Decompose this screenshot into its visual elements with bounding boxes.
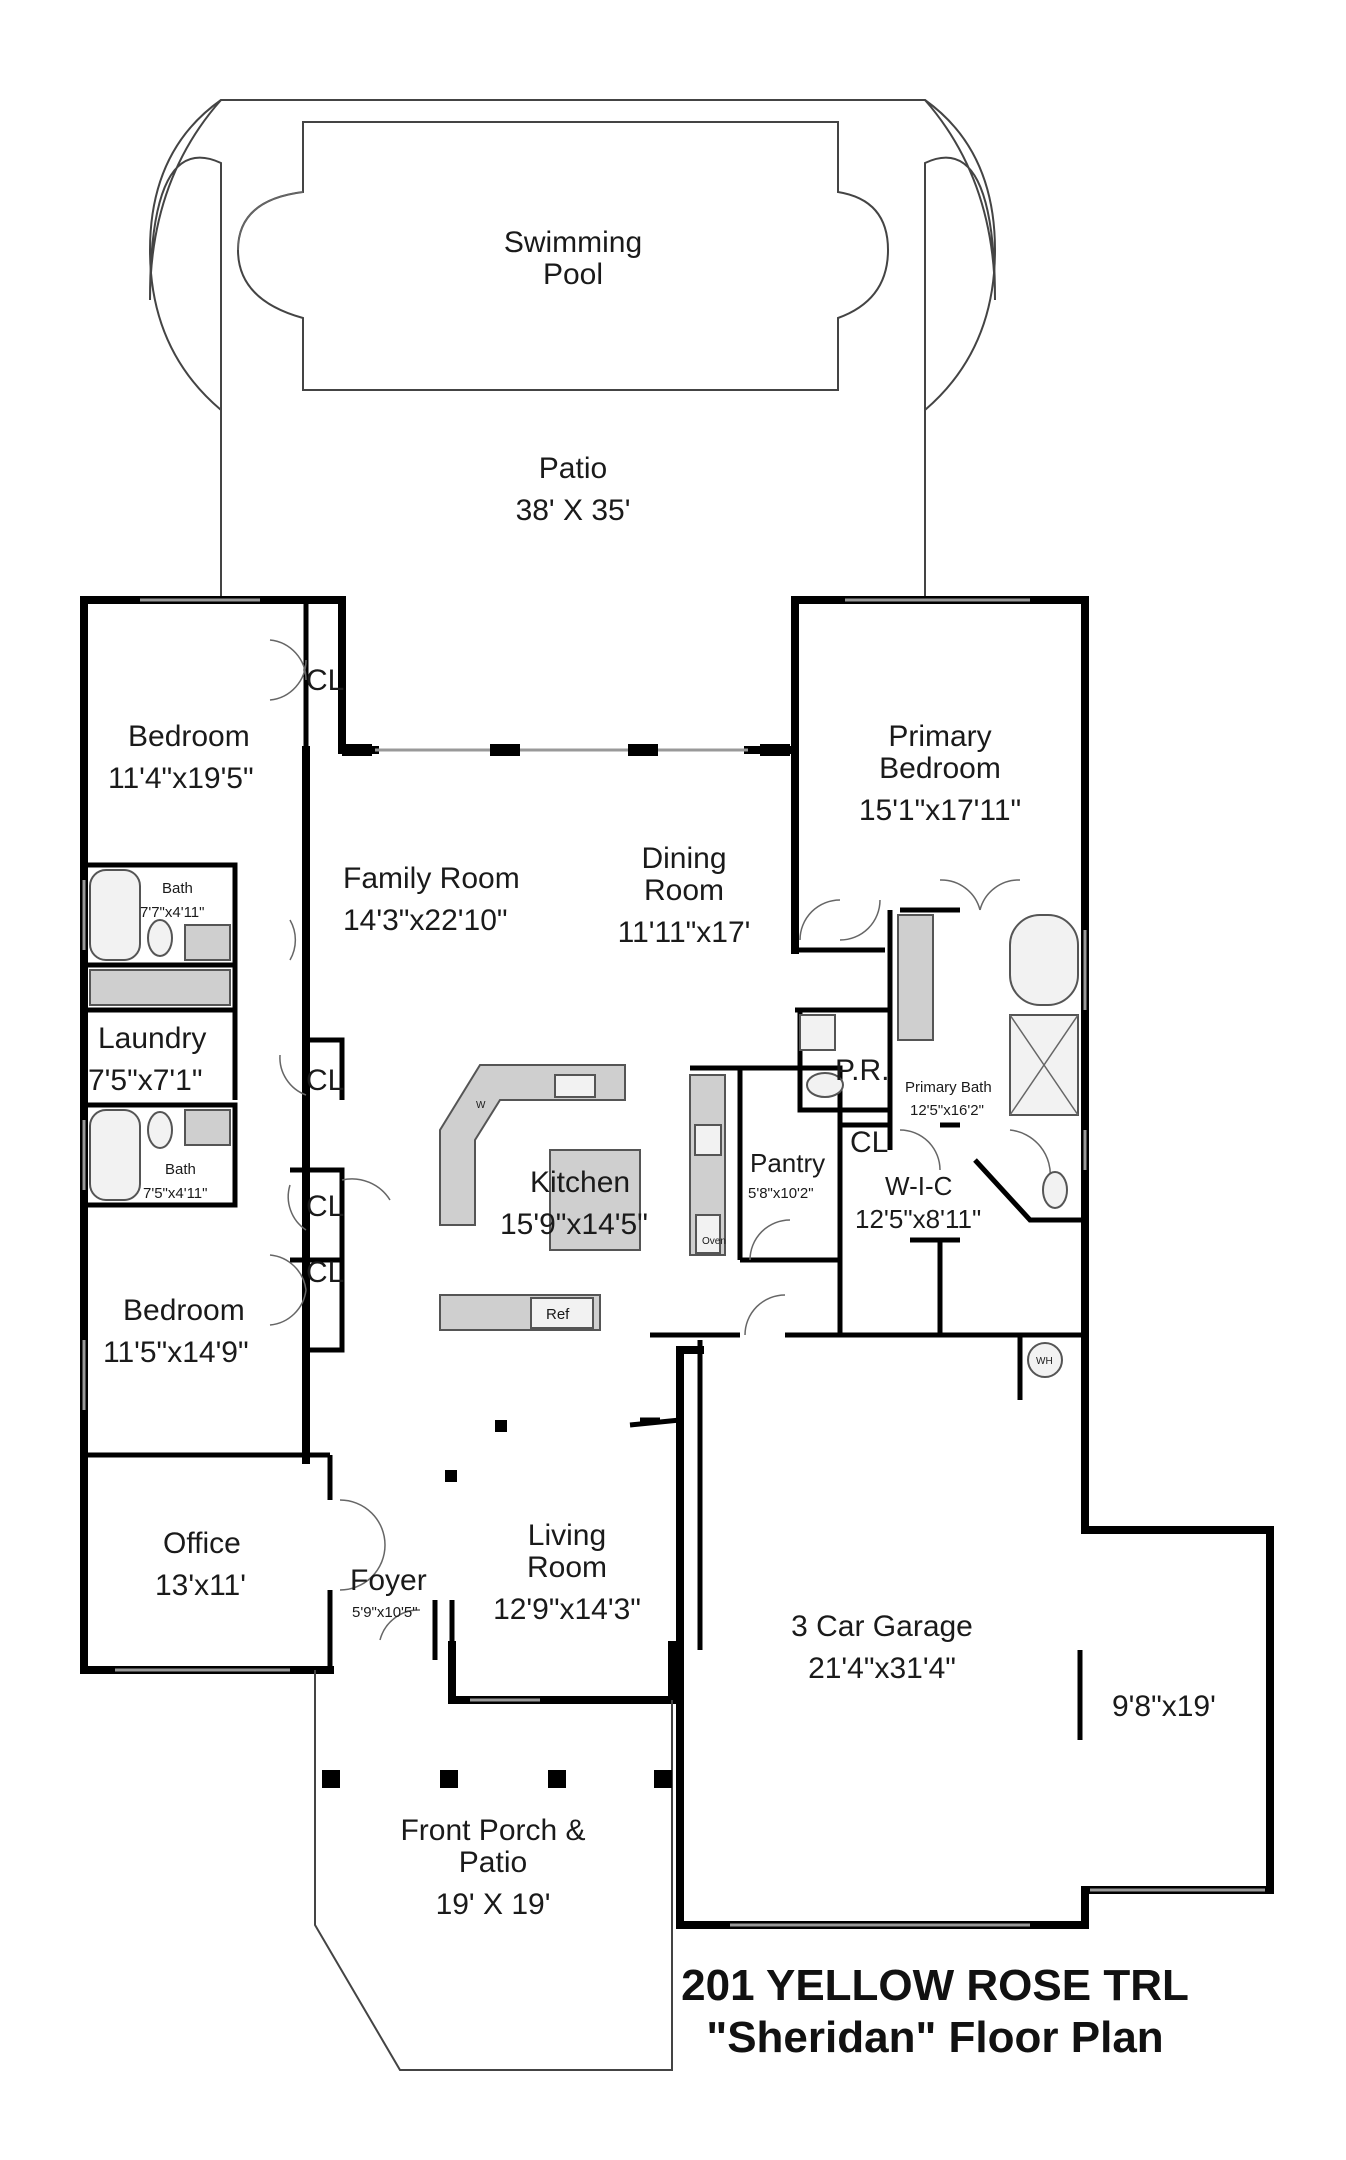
garage-size: 21'4"x31'4" xyxy=(808,1652,956,1685)
plan-name-title: "Sheridan" Floor Plan xyxy=(706,2013,1163,2062)
primary-tub xyxy=(1009,914,1079,1006)
refrigerator xyxy=(530,1297,594,1329)
living-room-size: 12'9"x14'3" xyxy=(493,1593,641,1626)
dining-room-size: 11'11"x17' xyxy=(618,916,751,949)
laundry-size: 7'5"x7'1" xyxy=(88,1064,203,1097)
bath-1-name: Bath xyxy=(162,880,193,897)
bedroom-nw-name: Bedroom xyxy=(128,720,250,753)
address-title: 201 YELLOW ROSE TRL xyxy=(681,1961,1189,2010)
interior-walls xyxy=(84,600,1088,1740)
family-room-size: 14'3"x22'10" xyxy=(343,904,508,937)
cl-nw: CL xyxy=(306,664,344,697)
bath-2-name: Bath xyxy=(165,1161,196,1178)
foyer-name: Foyer xyxy=(350,1564,427,1597)
kitchen-counters xyxy=(439,1064,726,1331)
family-room-name: Family Room xyxy=(343,862,520,895)
wic-size: 12'5"x8'11" xyxy=(855,1204,981,1234)
laundry-counter xyxy=(89,969,231,1006)
oven xyxy=(695,1214,721,1254)
patio-size: 38' X 35' xyxy=(516,494,631,527)
primary-bath-size: 12'5"x16'2" xyxy=(910,1102,984,1119)
powder-room-label: P.R. xyxy=(835,1054,889,1087)
front-porch-label-1: Front Porch & xyxy=(400,1814,585,1847)
patio-name: Patio xyxy=(539,452,607,485)
kitchen-size: 15'9"x14'5" xyxy=(500,1208,648,1241)
bedroom-nw-size: 11'4"x19'5" xyxy=(108,762,254,795)
cl-laundry: CL xyxy=(306,1064,344,1097)
living-room-label-2: Room xyxy=(527,1551,607,1584)
plan-title: 201 YELLOW ROSE TRL "Sheridan" Floor Pla… xyxy=(681,1961,1189,2062)
primary-vanity xyxy=(897,914,934,1041)
oven-label: Oven xyxy=(702,1236,726,1247)
water-heater xyxy=(1027,1342,1063,1378)
kitchen-name: Kitchen xyxy=(530,1166,630,1199)
dining-room-label-1: Dining xyxy=(641,842,726,875)
front-porch-label-2: Patio xyxy=(459,1846,527,1879)
garage-name: 3 Car Garage xyxy=(791,1610,973,1643)
bedroom-sw-name: Bedroom xyxy=(123,1294,245,1327)
office-name: Office xyxy=(163,1527,241,1560)
cl-primary: CL xyxy=(850,1126,888,1159)
fridge-label: Ref xyxy=(546,1306,570,1323)
porch-posts xyxy=(322,1420,672,1788)
cooktop xyxy=(694,1124,722,1156)
living-room-label-1: Living xyxy=(528,1519,606,1552)
garage-bay-size: 9'8"x19' xyxy=(1112,1690,1216,1723)
kitchen-sink xyxy=(554,1074,596,1098)
front-porch-size: 19' X 19' xyxy=(436,1888,551,1921)
front-porch-outline xyxy=(314,1670,673,2071)
windows xyxy=(82,598,1265,1927)
appliance-labels: Ref Oven WH W xyxy=(476,1100,1053,1367)
cl-hall-2: CL xyxy=(306,1256,344,1289)
washer-label: W xyxy=(476,1100,486,1111)
foyer-size: 5'9"x10'5" xyxy=(352,1604,418,1621)
bath-1-size: 7'7"x4'11" xyxy=(140,904,204,921)
primary-bedroom-size: 15'1"x17'11" xyxy=(859,794,1021,827)
dining-room-label-2: Room xyxy=(644,874,724,907)
pool-label-1: Swimming xyxy=(504,226,642,259)
bedroom-sw-size: 11'5"x14'9" xyxy=(103,1336,249,1369)
laundry-name: Laundry xyxy=(98,1022,206,1055)
patio-outline xyxy=(148,99,997,597)
pantry-name: Pantry xyxy=(750,1148,825,1178)
bath-2-size: 7'5"x4'11" xyxy=(143,1185,207,1202)
water-heater-label: WH xyxy=(1036,1356,1053,1367)
office-size: 13'x11' xyxy=(155,1569,246,1602)
primary-bedroom-label-1: Primary xyxy=(888,720,991,753)
bath-fixtures xyxy=(89,869,1079,1378)
pantry-size: 5'8"x10'2" xyxy=(748,1185,814,1202)
exterior-walls xyxy=(80,596,1274,1929)
kitchen-island xyxy=(549,1149,641,1251)
wall-blocks xyxy=(342,744,790,756)
pool-label-2: Pool xyxy=(543,258,603,291)
room-labels: Swimming Pool Patio 38' X 35' Bedroom 11… xyxy=(88,226,1216,1921)
cl-hall-1: CL xyxy=(306,1190,344,1223)
door-swings xyxy=(269,639,1052,1641)
primary-bedroom-label-2: Bedroom xyxy=(879,752,1001,785)
swimming-pool xyxy=(236,121,890,391)
wic-name: W-I-C xyxy=(885,1171,952,1201)
primary-bath-name: Primary Bath xyxy=(905,1079,992,1096)
